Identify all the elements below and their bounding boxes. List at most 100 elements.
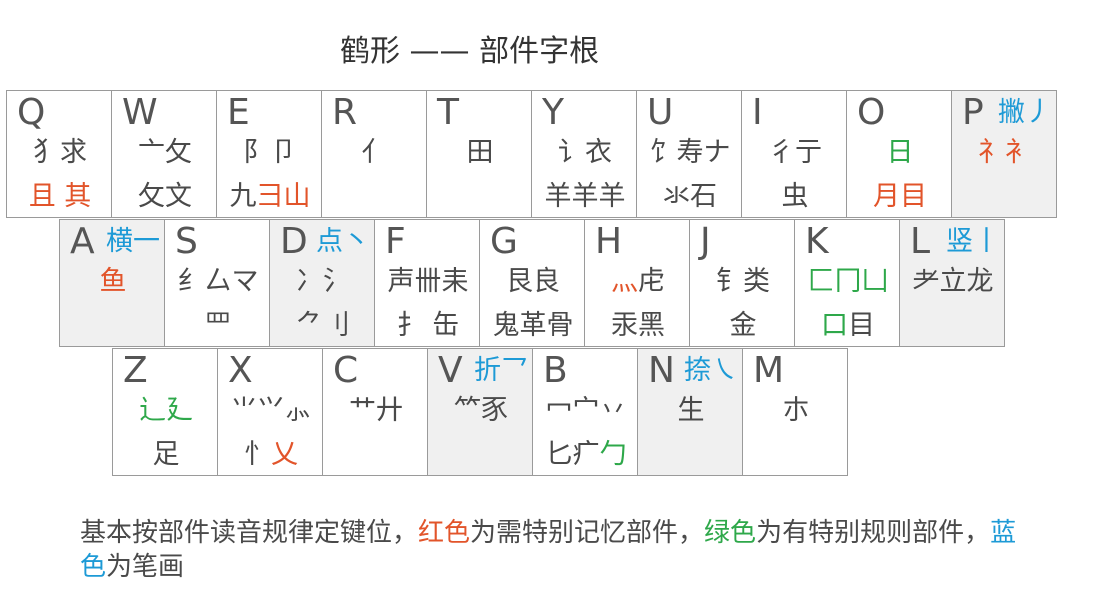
radical-group: 口 (821, 310, 848, 341)
radical-line-1: 亻 (328, 135, 422, 171)
radical-group: 亻 (361, 137, 389, 168)
radical-line-2: 汞黑 (591, 308, 685, 344)
radical-group: 纟厶マ (177, 266, 259, 297)
radical-group: 钅类 (716, 266, 770, 297)
radical-line-1: 日 (853, 135, 947, 171)
radical-line-2: ⺈刂 (276, 308, 370, 344)
radical-group: 九 (229, 181, 257, 212)
key-letter: E (227, 92, 250, 133)
radical-line-2: 羊羊羊 (538, 179, 632, 215)
radical-group: 月目 (873, 181, 927, 212)
page-title: 鹤形 —— 部件字根 (340, 34, 600, 69)
radical-line-2: 金 (696, 308, 790, 344)
radical-group: ⺌⺍⺗ (230, 395, 312, 426)
key-u: U 饣寿ナ氺石 (636, 90, 742, 218)
key-letter: V (438, 350, 463, 391)
stroke-label: 折乛 (474, 355, 528, 386)
radical-group: 攵文 (138, 181, 192, 212)
radical-line-1: 讠衣 (538, 135, 632, 171)
radical-line-1: 朩 (749, 393, 843, 429)
radical-group: 罒 (204, 310, 232, 341)
legend-note: 基本按部件读音规律定键位，红色为需特别记忆部件，绿色为有特别规则部件，蓝色为笔画 (80, 516, 1040, 584)
key-letter: T (437, 92, 459, 133)
radical-line-1: 匚冂凵 (801, 264, 895, 300)
radical-group: 乂 (271, 439, 298, 470)
radical-group: ⺈刂 (296, 310, 350, 341)
radical-group: 匕疒 (545, 439, 600, 470)
key-letter: A (70, 221, 95, 262)
note-segment: 为笔画 (106, 552, 185, 582)
radical-line-2: 足 (119, 437, 213, 473)
radical-line-1: ⺌⺍⺗ (224, 393, 318, 429)
radical-group: 氺石 (663, 181, 717, 212)
radical-line-1: 冫氵 (276, 264, 370, 300)
radical-line-2: 虫 (748, 179, 842, 215)
radical-group: 彳亍 (768, 137, 822, 168)
note-segment: 为有特别规则部件， (756, 518, 991, 548)
note-segment: 绿色 (704, 518, 757, 548)
key-letter: U (647, 92, 674, 133)
radical-group: 鬼革骨 (492, 310, 574, 341)
radical-group: 金 (729, 310, 757, 341)
radical-line-1: 辶廴 (119, 393, 213, 429)
radical-group: 艹廾 (349, 395, 403, 426)
key-letter: D (280, 221, 308, 262)
radical-group: 匚冂凵 (807, 266, 889, 297)
radical-group: 亠攵 (138, 137, 192, 168)
stroke-label: 竖丨 (946, 226, 1000, 257)
radical-group: 虫 (781, 181, 809, 212)
radical-group: 朩 (782, 395, 810, 426)
key-letter: S (175, 221, 198, 262)
key-letter: F (385, 221, 406, 262)
radical-line-1: 犭求 (13, 135, 107, 171)
key-letter: Z (123, 350, 148, 391)
radical-line-1: 耂立龙 (906, 264, 1000, 300)
radical-group: 足 (152, 439, 180, 470)
key-l: L 竖丨耂立龙 (899, 219, 1005, 347)
radical-group: 犭求 (33, 137, 87, 168)
radical-line-2: 月目 (853, 179, 947, 215)
radical-group: 羊羊羊 (544, 181, 626, 212)
radical-group: 礻衤 (978, 137, 1032, 168)
radical-group: 冫氵 (296, 266, 350, 297)
radical-line-2: 罒 (171, 308, 265, 344)
radical-group: 鱼 (99, 266, 127, 297)
radical-group: 汞黑 (611, 310, 665, 341)
radical-line-2: 匕疒勹 (539, 437, 633, 473)
note-segment: 红色 (418, 518, 471, 548)
radical-group: 忄 (244, 439, 271, 470)
radical-line-1: 声卌耒 (381, 264, 475, 300)
key-letter: J (700, 221, 711, 262)
stroke-label: 捺㇏ (684, 355, 738, 386)
key-letter: H (595, 221, 623, 262)
key-d: D 点丶冫氵⺈刂 (269, 219, 375, 347)
key-a: A 横一鱼 (59, 219, 165, 347)
key-letter: X (228, 350, 253, 391)
radical-group: 饣寿ナ (649, 137, 731, 168)
key-letter: L (910, 221, 931, 262)
radical-line-2: 九彐山 (223, 179, 317, 215)
radical-line-1: 艮良 (486, 264, 580, 300)
radical-line-2: 氺石 (643, 179, 737, 215)
key-letter: Y (542, 92, 564, 133)
radical-group: 虍 (638, 266, 665, 297)
radical-group: 声卌耒 (387, 266, 469, 297)
radical-group: 辶廴 (139, 395, 193, 426)
radical-line-2: 口目 (801, 308, 895, 344)
radical-line-1: 亠攵 (118, 135, 212, 171)
stroke-label: 点丶 (316, 226, 370, 257)
radical-line-1: 鱼 (66, 264, 160, 300)
stroke-label: 横一 (106, 226, 160, 257)
